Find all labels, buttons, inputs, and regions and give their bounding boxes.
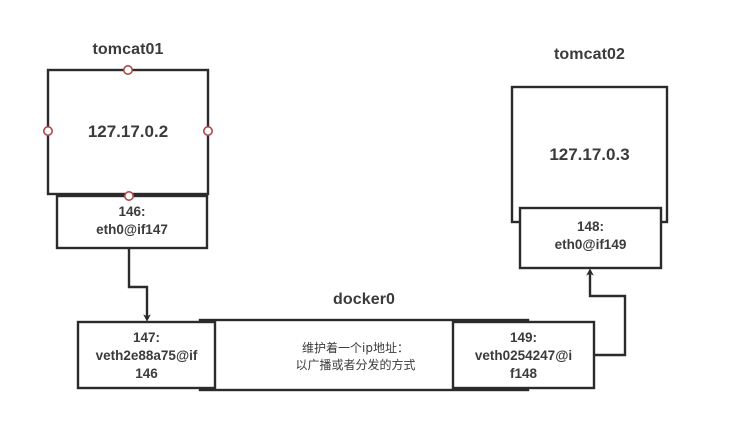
docker0-title: docker0 — [332, 291, 396, 308]
veth-right-name-part2: f148 — [509, 366, 538, 381]
veth-left-index: 147: — [132, 330, 161, 345]
veth-right-name-part1: veth0254247@i — [474, 348, 573, 363]
eth0-if149-index: 148: — [576, 219, 605, 234]
eth0-if147-name: eth0@if147 — [96, 222, 168, 237]
tomcat01-title: tomcat01 — [92, 41, 164, 58]
docker0-note-line-1: 维护着一个ip地址： — [302, 341, 409, 355]
veth-right-index: 149: — [509, 330, 538, 345]
tomcat02-ip-address: 127.17.0.3 — [549, 145, 630, 164]
port-top-tomcat01[interactable] — [123, 65, 134, 76]
veth-left-name-part2: 146 — [135, 366, 158, 381]
connector-eth0-to-veth-left — [127, 248, 151, 322]
eth0-if147-index: 146: — [118, 204, 146, 219]
port-top-eth0-if147[interactable] — [124, 191, 135, 202]
docker0-note-line-2: 以广播或者分发的方式 — [295, 358, 416, 372]
tomcat02-title: tomcat02 — [553, 46, 626, 63]
connector-veth-right-to-eth0 — [586, 268, 627, 357]
eth0-if149-name: eth0@if149 — [554, 237, 627, 252]
tomcat01-ip-address: 127.17.0.2 — [87, 122, 169, 141]
veth-left-name-part1: veth2e88a75@if — [95, 348, 198, 363]
